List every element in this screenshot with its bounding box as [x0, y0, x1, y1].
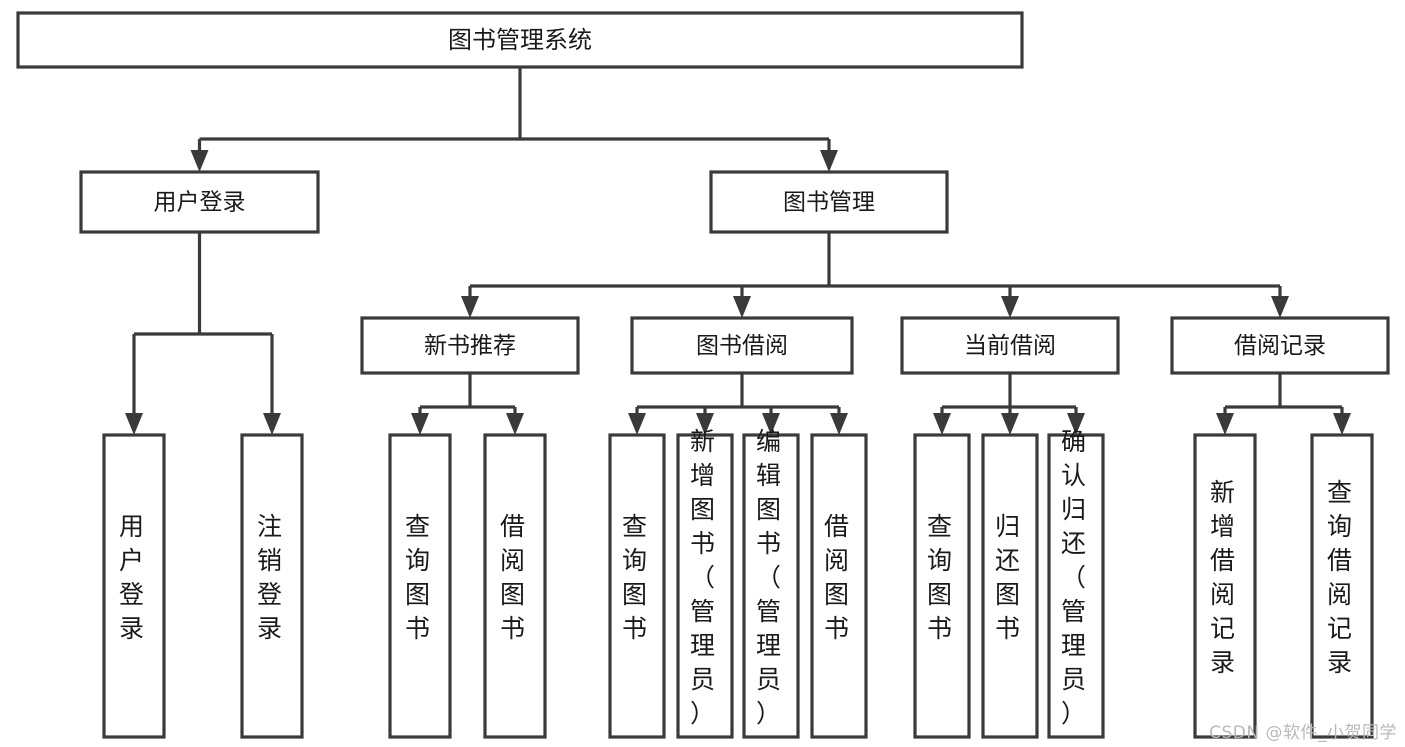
node-current-borrow[interactable]: 当前借阅 [900, 316, 1120, 375]
watermark-text: CSDN @软件_小贺同学 [1209, 723, 1397, 743]
leaf-node-leaf-edit-book[interactable]: 编辑图书（管理员） [742, 427, 800, 739]
leaf-node-label: 编辑图书（管理员） [756, 427, 786, 728]
boxes-layer: 图书管理系统用户登录图书管理新书推荐图书借阅当前借阅借阅记录用户登录注销登录查询… [16, 11, 1390, 739]
node-root[interactable]: 图书管理系统 [16, 11, 1024, 69]
node-book-manage[interactable]: 图书管理 [709, 170, 949, 234]
leaf-node-leaf-user-login[interactable]: 用户登录 [102, 433, 166, 739]
leaf-node-leaf-add-book[interactable]: 新增图书（管理员） [676, 427, 734, 739]
leaf-node-leaf-query-book-rec[interactable]: 查询图书 [388, 433, 452, 739]
leaf-node-label: 新增图书（管理员） [690, 427, 720, 728]
node-user-login[interactable]: 用户登录 [79, 170, 320, 234]
node-label: 当前借阅 [964, 333, 1056, 359]
node-new-book-rec[interactable]: 新书推荐 [360, 316, 580, 375]
leaf-node-leaf-return-book[interactable]: 归还图书 [981, 433, 1039, 739]
node-label: 借阅记录 [1234, 333, 1326, 359]
leaf-node-label: 确认归还（管理员） [1061, 427, 1091, 728]
node-book-borrow[interactable]: 图书借阅 [630, 316, 854, 375]
leaf-node-leaf-query-record[interactable]: 查询借阅记录 [1310, 433, 1374, 739]
leaf-node-leaf-add-record[interactable]: 新增借阅记录 [1193, 433, 1257, 739]
leaf-node-label: 新增借阅记录 [1210, 478, 1240, 677]
leaf-node-label: 归还图书 [995, 512, 1025, 643]
leaf-node-leaf-borrow-book-rec[interactable]: 借阅图书 [483, 433, 547, 739]
connectors-layer [125, 67, 1351, 435]
leaf-node-leaf-query-book-cur[interactable]: 查询图书 [913, 433, 971, 739]
leaf-node-label: 用户登录 [119, 512, 149, 643]
leaf-node-label: 查询借阅记录 [1327, 478, 1357, 677]
node-label: 图书管理 [783, 190, 875, 216]
node-label: 图书管理系统 [448, 26, 592, 54]
leaf-node-leaf-confirm-return[interactable]: 确认归还（管理员） [1047, 427, 1105, 739]
leaf-node-label: 查询图书 [927, 512, 957, 643]
leaf-node-label: 借阅图书 [824, 512, 854, 643]
leaf-node-label: 查询图书 [405, 512, 435, 643]
leaf-node-label: 注销登录 [257, 512, 287, 643]
leaf-node-label: 借阅图书 [500, 512, 530, 643]
node-borrow-record[interactable]: 借阅记录 [1170, 316, 1390, 375]
leaf-node-leaf-borrow-book[interactable]: 借阅图书 [810, 433, 868, 739]
node-label: 新书推荐 [424, 333, 516, 359]
node-label: 用户登录 [154, 190, 246, 216]
leaf-node-leaf-logout[interactable]: 注销登录 [240, 433, 304, 739]
leaf-node-label: 查询图书 [622, 512, 652, 643]
node-label: 图书借阅 [696, 333, 788, 359]
leaf-node-leaf-query-book[interactable]: 查询图书 [608, 433, 666, 739]
